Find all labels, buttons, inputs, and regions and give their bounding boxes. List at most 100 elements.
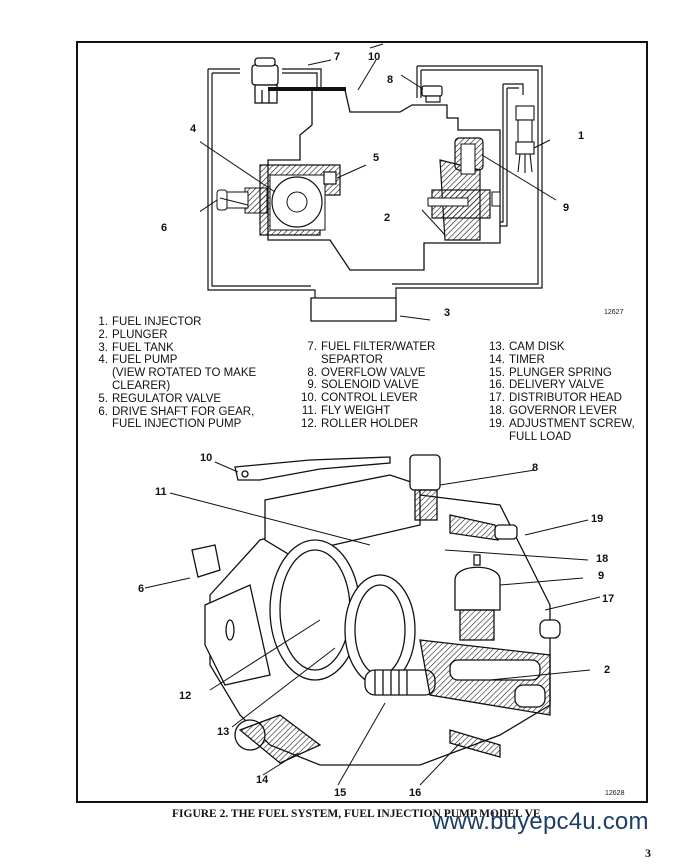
legend-item: 4. FUEL PUMP xyxy=(96,354,256,367)
legend-number: 13. xyxy=(489,341,505,353)
legend-text: TIMER xyxy=(509,353,545,366)
control-lever xyxy=(268,40,345,90)
fuel-system-schematic xyxy=(200,40,557,322)
solenoid-valve xyxy=(454,566,501,611)
legend-item: 6. DRIVE SHAFT FOR GEAR, xyxy=(96,406,256,419)
callout-3: 3 xyxy=(444,307,451,319)
callout-b-16: 16 xyxy=(409,787,422,799)
legend-text: DELIVERY VALVE xyxy=(509,379,605,392)
legend-item: 14.TIMER xyxy=(488,354,635,367)
injection-pump-cutaway xyxy=(144,454,601,786)
callout-leaders xyxy=(144,461,601,786)
legend-number: 5. xyxy=(98,392,108,405)
legend-text: SEPARTOR xyxy=(321,353,383,366)
legend-text: SOLENOID VALVE xyxy=(321,379,419,392)
mounting-flange xyxy=(204,584,271,686)
callout-9: 9 xyxy=(563,202,570,214)
legend-text: FUEL INJECTOR xyxy=(112,316,202,328)
legend-number: 11. xyxy=(301,404,317,417)
legend-item: 19.ADJUSTMENT SCREW, xyxy=(488,418,635,431)
callout-b-2: 2 xyxy=(604,664,611,676)
legend-item: 10.CONTROL LEVER xyxy=(300,392,435,405)
legend-text: FUEL PUMP xyxy=(112,354,178,367)
legend-number: 12. xyxy=(301,417,317,430)
legend-number: 9. xyxy=(307,379,317,392)
legend-text: ADJUSTMENT SCREW, xyxy=(509,417,635,430)
regulator-valve xyxy=(323,171,337,185)
plunger-spring xyxy=(364,669,436,696)
callout-b-15: 15 xyxy=(334,787,347,799)
legend-text: (VIEW ROTATED TO MAKE xyxy=(112,367,257,380)
callout-4: 4 xyxy=(190,123,197,135)
figure-caption: FIGURE 2. THE FUEL SYSTEM, FUEL INJECTIO… xyxy=(172,808,541,820)
control-lever xyxy=(234,456,391,481)
legend-number: 4. xyxy=(98,354,108,367)
callout-2: 2 xyxy=(384,212,391,224)
figure-id-top: 12627 xyxy=(604,309,624,316)
callout-b-19: 19 xyxy=(591,513,604,525)
legend-item-continuation: CLEARER) xyxy=(96,380,256,393)
legend-item: 3.FUEL TANK xyxy=(96,342,256,355)
callout-leaders xyxy=(200,43,557,321)
overflow-valve xyxy=(421,85,443,103)
callout-b-11: 11 xyxy=(155,486,167,498)
callout-8: 8 xyxy=(387,74,394,86)
callout-1: 1 xyxy=(578,130,585,142)
callout-b-18: 18 xyxy=(596,553,609,565)
legend-number: 10. xyxy=(301,392,317,405)
roller-holder xyxy=(269,539,361,681)
legend-text: DRIVE SHAFT FOR GEAR, xyxy=(112,405,255,418)
legend-text: FUEL INJECTION PUMP xyxy=(112,418,242,431)
legend-number: 8. xyxy=(307,366,317,379)
legend-text: ROLLER HOLDER xyxy=(321,417,419,430)
page-number: 3 xyxy=(645,846,651,860)
legend-item: 5.REGULATOR VALVE xyxy=(96,393,256,406)
legend-item: 17. DISTRIBUTOR HEAD xyxy=(488,392,635,405)
legend-text: PLUNGER SPRING xyxy=(509,366,612,379)
legend-item-continuation: SEPARTOR xyxy=(300,354,435,367)
legend-item: 1. FUEL INJECTOR xyxy=(96,316,256,329)
callout-5: 5 xyxy=(373,152,380,164)
legend-number: 15. xyxy=(489,366,505,379)
figure-frame xyxy=(76,41,648,803)
fuel-injector xyxy=(515,105,535,173)
legend-text: FUEL TANK xyxy=(112,341,174,354)
legend-text: FUEL FILTER/WATER xyxy=(321,341,436,353)
legend-number: 18. xyxy=(489,404,505,417)
delivery-valve xyxy=(449,729,501,758)
figure-id-bottom: 12628 xyxy=(605,790,625,797)
legend-item-continuation: FULL LOAD xyxy=(488,431,635,444)
fuel-tank xyxy=(310,297,397,322)
callout-6: 6 xyxy=(161,222,168,234)
legend-item: 7. FUEL FILTER/WATER xyxy=(300,341,435,354)
adjustment-screw xyxy=(449,514,499,541)
legend-number: 6. xyxy=(98,405,108,418)
legend-number: 7. xyxy=(307,341,317,353)
callout-b-14: 14 xyxy=(256,774,269,786)
legend-item: 11.FLY WEIGHT xyxy=(300,405,435,418)
distributor-section xyxy=(427,137,501,241)
callout-b-13: 13 xyxy=(217,726,230,738)
legend-text: PLUNGER xyxy=(112,328,168,341)
callout-b-10: 10 xyxy=(200,452,213,464)
legend-text: OVERFLOW VALVE xyxy=(321,366,426,379)
pump-body xyxy=(267,89,501,271)
legend-item-continuation: (VIEW ROTATED TO MAKE xyxy=(96,367,256,380)
fuel-lines xyxy=(207,65,543,298)
drive-shaft-nut xyxy=(191,544,221,578)
governor-cover xyxy=(264,474,421,556)
legend-item: 2. PLUNGER xyxy=(96,329,256,342)
legend-item: 16. DELIVERY VALVE xyxy=(488,379,635,392)
legend-number: 17. xyxy=(489,392,505,405)
legend-number: 2. xyxy=(98,328,108,341)
legend-text: CAM DISK xyxy=(509,341,565,353)
callout-b-12: 12 xyxy=(179,690,192,702)
legend-number: 16. xyxy=(489,379,505,392)
legend-text: DISTRIBUTOR HEAD xyxy=(509,392,622,405)
legend-item: 13. CAM DISK xyxy=(488,341,635,354)
legend-text: GOVERNOR LEVER xyxy=(509,404,617,417)
legend-number: 1. xyxy=(98,316,108,328)
